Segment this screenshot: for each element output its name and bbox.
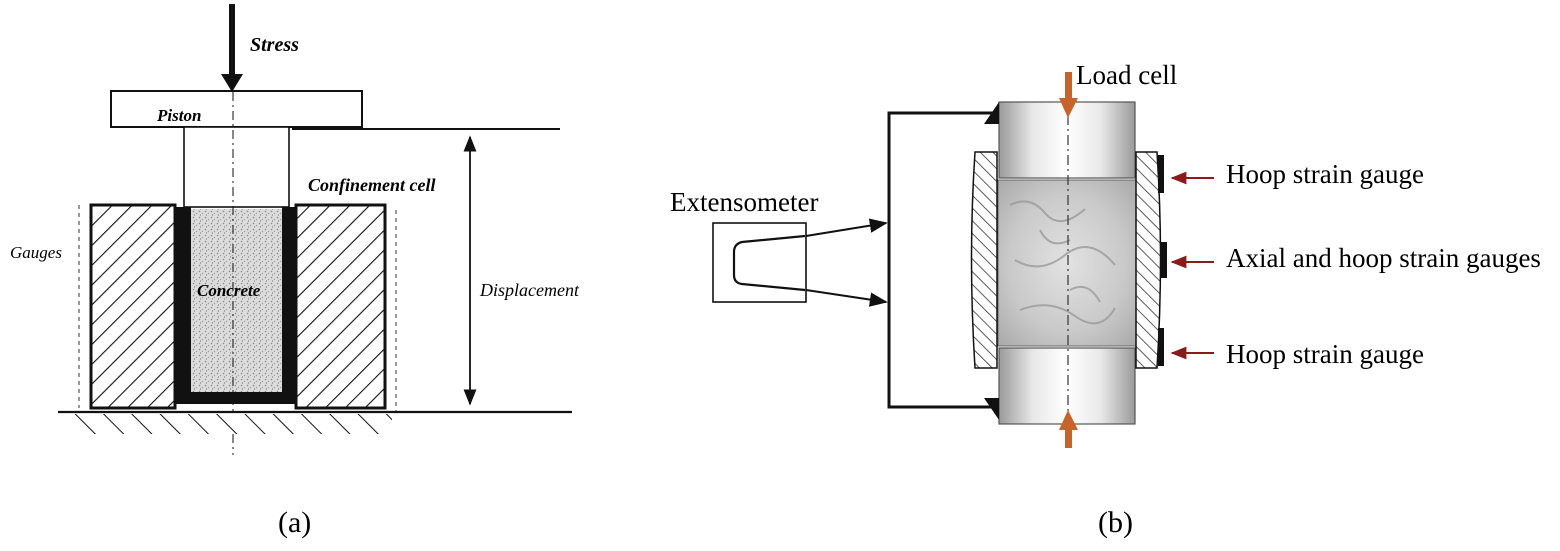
stress-arrow [221,4,243,92]
liner-bottom [175,392,296,404]
displacement-label: Displacement [479,280,580,300]
gauges-label: Gauges [10,243,62,262]
piston [110,90,363,128]
caption-b: (b) [1098,506,1133,539]
extensometer-label: Extensometer [670,187,818,217]
platen-bottom [998,347,1136,425]
load-arrow-bottom [1059,410,1078,448]
concrete-label: Concrete [197,281,261,300]
panel-b: Load cell Extensometer Hoop strain gauge… [670,60,1541,539]
concrete-sample [191,209,282,392]
extensometer-clip [732,234,806,292]
ring-right [1135,151,1162,369]
ground-hatch [72,414,392,434]
liner-left [175,207,191,402]
caption-a: (a) [278,506,311,539]
liner-right [282,207,296,402]
cell-wall-right [294,203,387,410]
gauge-pad-bottom [1158,328,1164,366]
load-cell-label: Load cell [1076,60,1177,90]
hoop-top-label: Hoop strain gauge [1226,159,1424,189]
extensometer-frame [887,111,998,409]
piston-rod [183,126,290,208]
platen-top-bevel [984,102,999,124]
axial-hoop-label: Axial and hoop strain gauges [1226,243,1541,273]
piston-label: Piston [156,106,201,125]
hoop-bottom-label: Hoop strain gauge [1226,339,1424,369]
panel-a: Stress Piston Confinement cell Concrete … [10,4,580,539]
extensometer-box [712,222,807,303]
extensometer-arrow-top [805,218,888,237]
gauge-pad-mid [1161,242,1167,278]
load-arrow-top [1059,72,1078,118]
confinement-cell-label: Confinement cell [308,175,436,195]
cell-wall-left [89,203,177,410]
ring-left [970,151,998,369]
platen-bottom-bevel [984,398,999,420]
rock-texture [1009,200,1116,325]
stress-label: Stress [250,34,299,56]
gauge-pad-top [1158,155,1164,193]
extensometer-arrow-bottom [805,289,888,307]
